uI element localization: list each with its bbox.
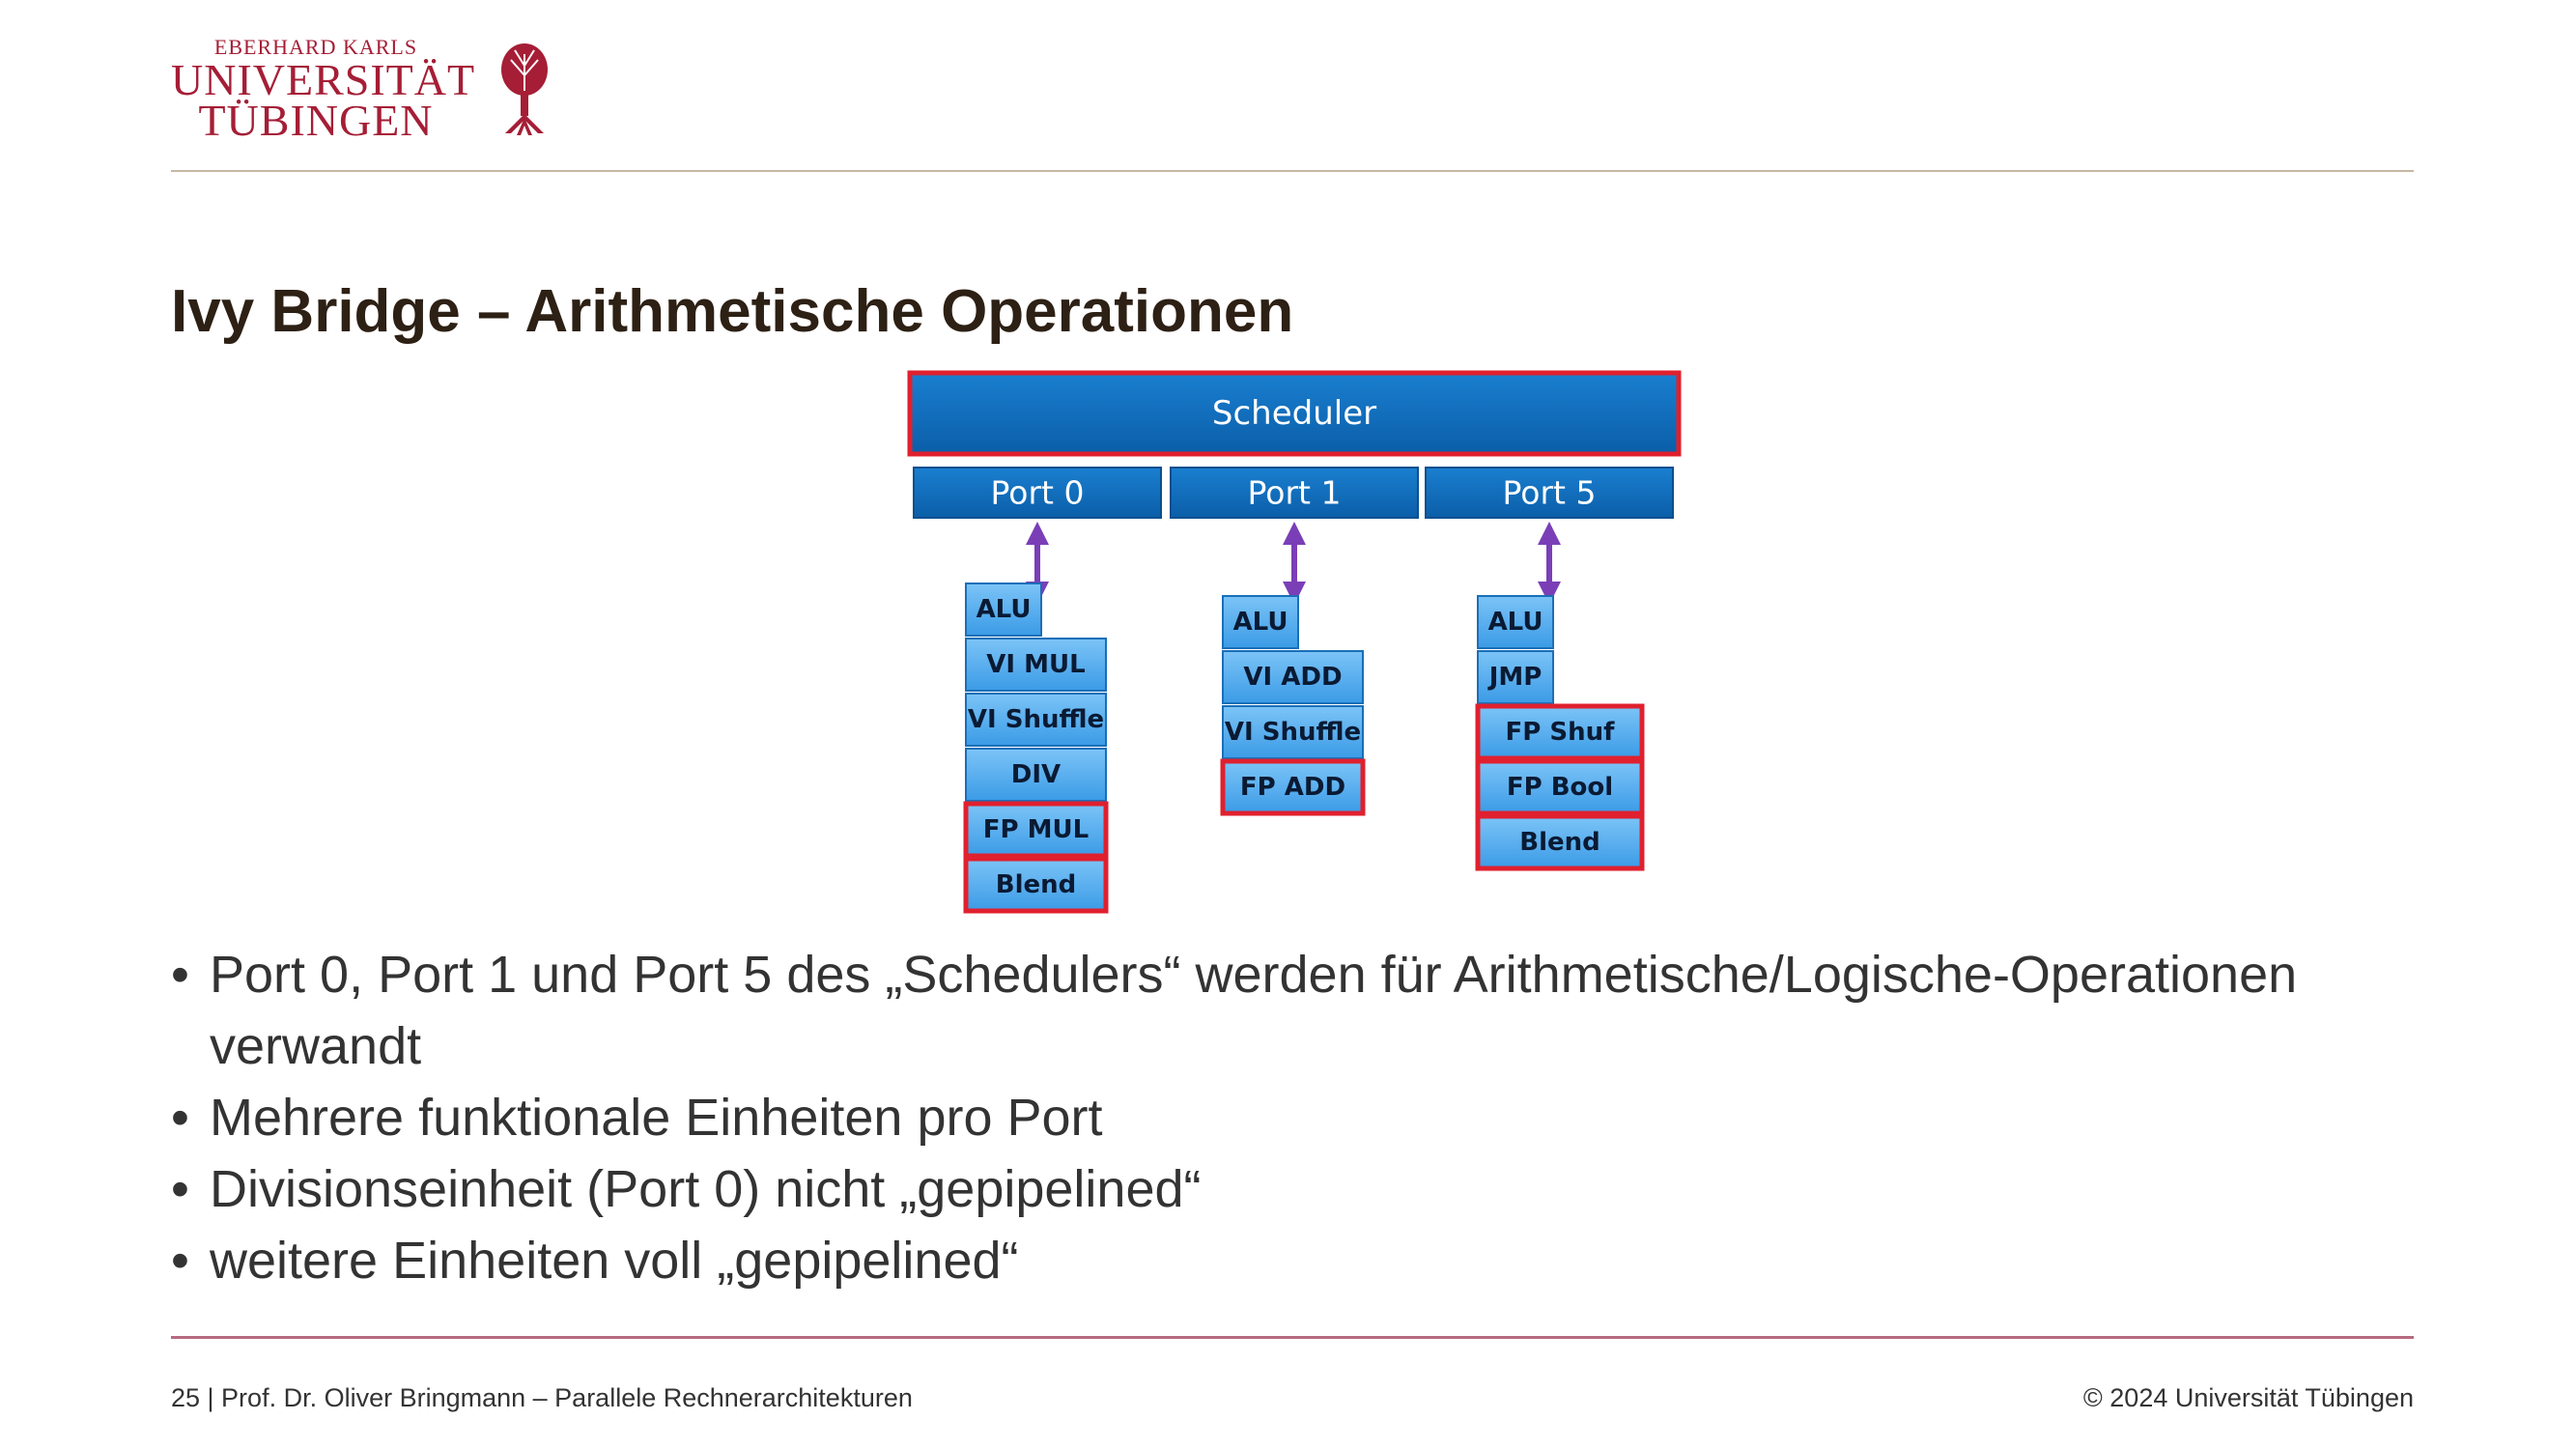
arrow-head-down	[1538, 582, 1561, 605]
port-box	[1170, 467, 1419, 519]
functional-unit-box	[963, 856, 1109, 914]
functional-unit-label: ALU	[977, 595, 1032, 624]
scheduler-box	[907, 370, 1682, 457]
arrow-head-up	[1026, 522, 1049, 545]
bullet-item: •Mehrere funktionale Einheiten pro Port	[171, 1089, 1103, 1147]
functional-unit-label: VI Shuffle	[1225, 718, 1361, 747]
functional-unit-box	[965, 748, 1107, 802]
footer-course-info: 25 | Prof. Dr. Oliver Bringmann – Parall…	[171, 1383, 913, 1412]
bullet-item: •Port 0, Port 1 und Port 5 des „Schedule…	[171, 946, 2298, 1075]
functional-unit-label: Blend	[1519, 828, 1599, 857]
functional-unit-box	[1222, 650, 1364, 704]
tree-seal-icon	[501, 43, 548, 135]
bullet-text: weitere Einheiten voll „gepipelined“	[210, 1232, 1019, 1290]
footer-divider	[171, 1336, 2414, 1339]
functional-unit-label: FP Bool	[1507, 773, 1613, 802]
functional-unit-box	[1475, 758, 1645, 816]
functional-unit-box	[1477, 650, 1554, 704]
functional-unit-box	[1475, 703, 1645, 761]
functional-unit-box	[965, 638, 1107, 692]
slide-title: Ivy Bridge – Arithmetische Operationen	[171, 278, 1294, 345]
functional-unit-label: VI ADD	[1243, 663, 1342, 692]
bullet-text: Port 0, Port 1 und Port 5 des „Scheduler…	[210, 946, 2298, 1075]
functional-unit-label: FP ADD	[1240, 773, 1345, 802]
logo-line-3: TÜBINGEN	[198, 96, 434, 145]
functional-unit-label: ALU	[1233, 608, 1288, 637]
functional-unit-box	[1222, 705, 1364, 759]
logo-line-1: EBERHARD KARLS	[213, 35, 418, 59]
functional-unit-label: VI Shuffle	[968, 705, 1104, 734]
header-divider	[171, 170, 2414, 172]
port-label: Port 1	[1248, 474, 1342, 512]
functional-unit-box	[965, 693, 1107, 747]
functional-unit-label: VI MUL	[986, 650, 1085, 679]
functional-unit-label: FP MUL	[983, 815, 1089, 844]
bullet-text: Divisionseinheit (Port 0) nicht „gepipel…	[210, 1160, 1202, 1218]
functional-unit-label: DIV	[1011, 760, 1061, 789]
arrow-head-up	[1538, 522, 1561, 545]
functional-unit-label: ALU	[1488, 608, 1543, 637]
functional-unit-label: FP Shuf	[1506, 718, 1616, 747]
functional-unit-box	[1477, 595, 1554, 649]
logo-wordmark: EBERHARD KARLS UNIVERSITÄT TÜBINGEN	[171, 35, 476, 145]
functional-unit-box	[963, 801, 1109, 859]
logo-line-2: UNIVERSITÄT	[171, 55, 476, 104]
port-label: Port 5	[1503, 474, 1597, 512]
arrow-head-up	[1283, 522, 1306, 545]
bullet-item: •Divisionseinheit (Port 0) nicht „gepipe…	[171, 1160, 1202, 1218]
scheduler-label: Scheduler	[1212, 394, 1376, 433]
port-label: Port 0	[991, 474, 1085, 512]
bullet-list: •Port 0, Port 1 und Port 5 des „Schedule…	[171, 939, 2421, 1296]
functional-unit-box	[1220, 758, 1366, 816]
bullet-item: •weitere Einheiten voll „gepipelined“	[171, 1232, 1019, 1290]
port-box	[913, 467, 1162, 519]
functional-unit-box	[1475, 813, 1645, 871]
port-box	[1425, 467, 1674, 519]
bullet-text: Mehrere funktionale Einheiten pro Port	[210, 1089, 1103, 1147]
university-logo: EBERHARD KARLS UNIVERSITÄT TÜBINGEN	[171, 35, 577, 145]
footer-copyright: © 2024 Universität Tübingen	[2082, 1383, 2414, 1412]
functional-unit-box	[1222, 595, 1299, 649]
arrow-head-down	[1283, 582, 1306, 605]
functional-unit-label: Blend	[996, 870, 1076, 899]
functional-unit-label: JMP	[1487, 663, 1543, 692]
functional-unit-box	[965, 582, 1042, 637]
